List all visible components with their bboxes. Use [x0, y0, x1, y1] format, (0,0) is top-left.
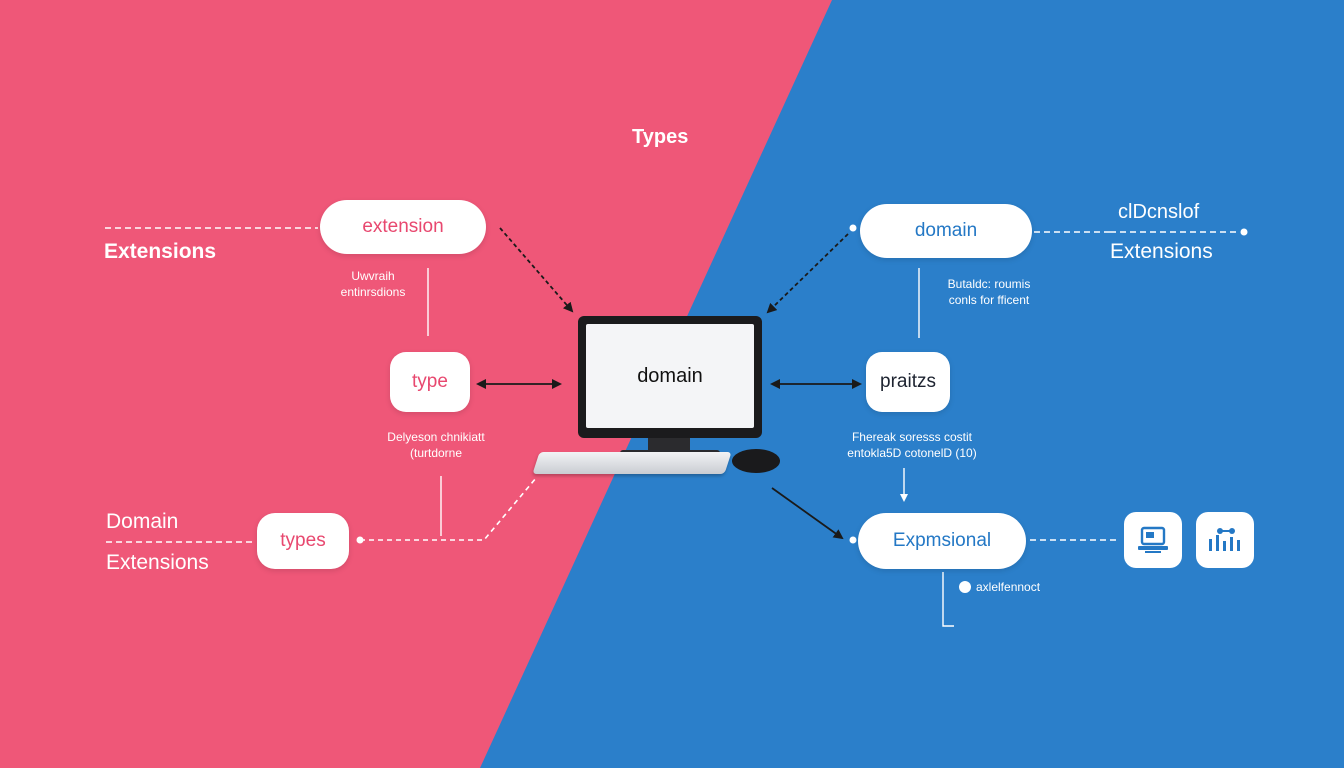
left-heading-extensions-2: Extensions: [106, 551, 209, 574]
arrow-extension-to-monitor: [499, 227, 574, 313]
right-heading-line1: clDcnslof: [1118, 201, 1200, 223]
connector-dot-domain: [849, 224, 857, 232]
note-left-top-line1: Uwvraih: [351, 269, 395, 283]
note-right-mid: Fhereak soresss costit entokla5D cotonel…: [834, 429, 990, 461]
left-heading-extensions: Extensions: [104, 240, 217, 263]
connector-dot-types: [356, 536, 364, 544]
node-expmsional[interactable]: Expmsional: [858, 513, 1026, 569]
connector-expmsional-bracket: [942, 572, 954, 627]
arrow-domain-to-monitor: [766, 233, 849, 314]
note-right-bottom: axlelfennoct: [976, 580, 1041, 594]
arrow-mouse-to-expmsional: [771, 487, 844, 540]
left-heading-domain: Domain: [106, 510, 179, 533]
note-left-top-line2: entinrsdions: [340, 285, 406, 299]
network-chart-icon-glyph: [1209, 528, 1240, 551]
note-left-mid: Delyeson chnikiatt (turtdorne: [356, 429, 516, 461]
network-chart-icon[interactable]: [1196, 512, 1254, 568]
connector-dot-bottom-note: [959, 581, 971, 593]
connector-dot-heading: [1240, 228, 1248, 236]
connector-dot-expmsional: [849, 536, 857, 544]
node-extension[interactable]: extension: [320, 200, 486, 254]
note-right-top-line2: conls for fficent: [948, 293, 1030, 307]
laptop-icon[interactable]: [1124, 512, 1182, 568]
note-left-mid-line1: Delyeson chnikiatt: [387, 430, 485, 444]
laptop-icon-glyph: [1138, 526, 1168, 553]
node-praitzs[interactable]: praitzs: [866, 352, 950, 412]
monitor-stand: [648, 438, 690, 452]
mouse-icon: [732, 449, 780, 473]
node-type[interactable]: type: [390, 352, 470, 412]
node-domain[interactable]: domain: [860, 204, 1032, 258]
note-right-top: Butaldc: roumis conls for fficent: [924, 276, 1054, 308]
monitor-screen-label[interactable]: domain: [586, 324, 754, 428]
node-types[interactable]: types: [257, 513, 349, 569]
connector-types-to-keyboard: [360, 477, 537, 541]
keyboard-icon: [532, 452, 732, 474]
note-right-mid-line1: Fhereak soresss costit: [851, 430, 973, 444]
note-left-mid-line2: (turtdorne: [409, 446, 463, 460]
note-left-top: Uwvraih entinrsdions: [318, 268, 428, 300]
right-heading-extensions: Extensions: [1110, 240, 1213, 263]
note-right-mid-line2: entokla5D cotonelD (10): [847, 446, 977, 460]
diagram-title: Types: [632, 126, 689, 148]
note-right-top-line1: Butaldc: roumis: [947, 277, 1031, 291]
